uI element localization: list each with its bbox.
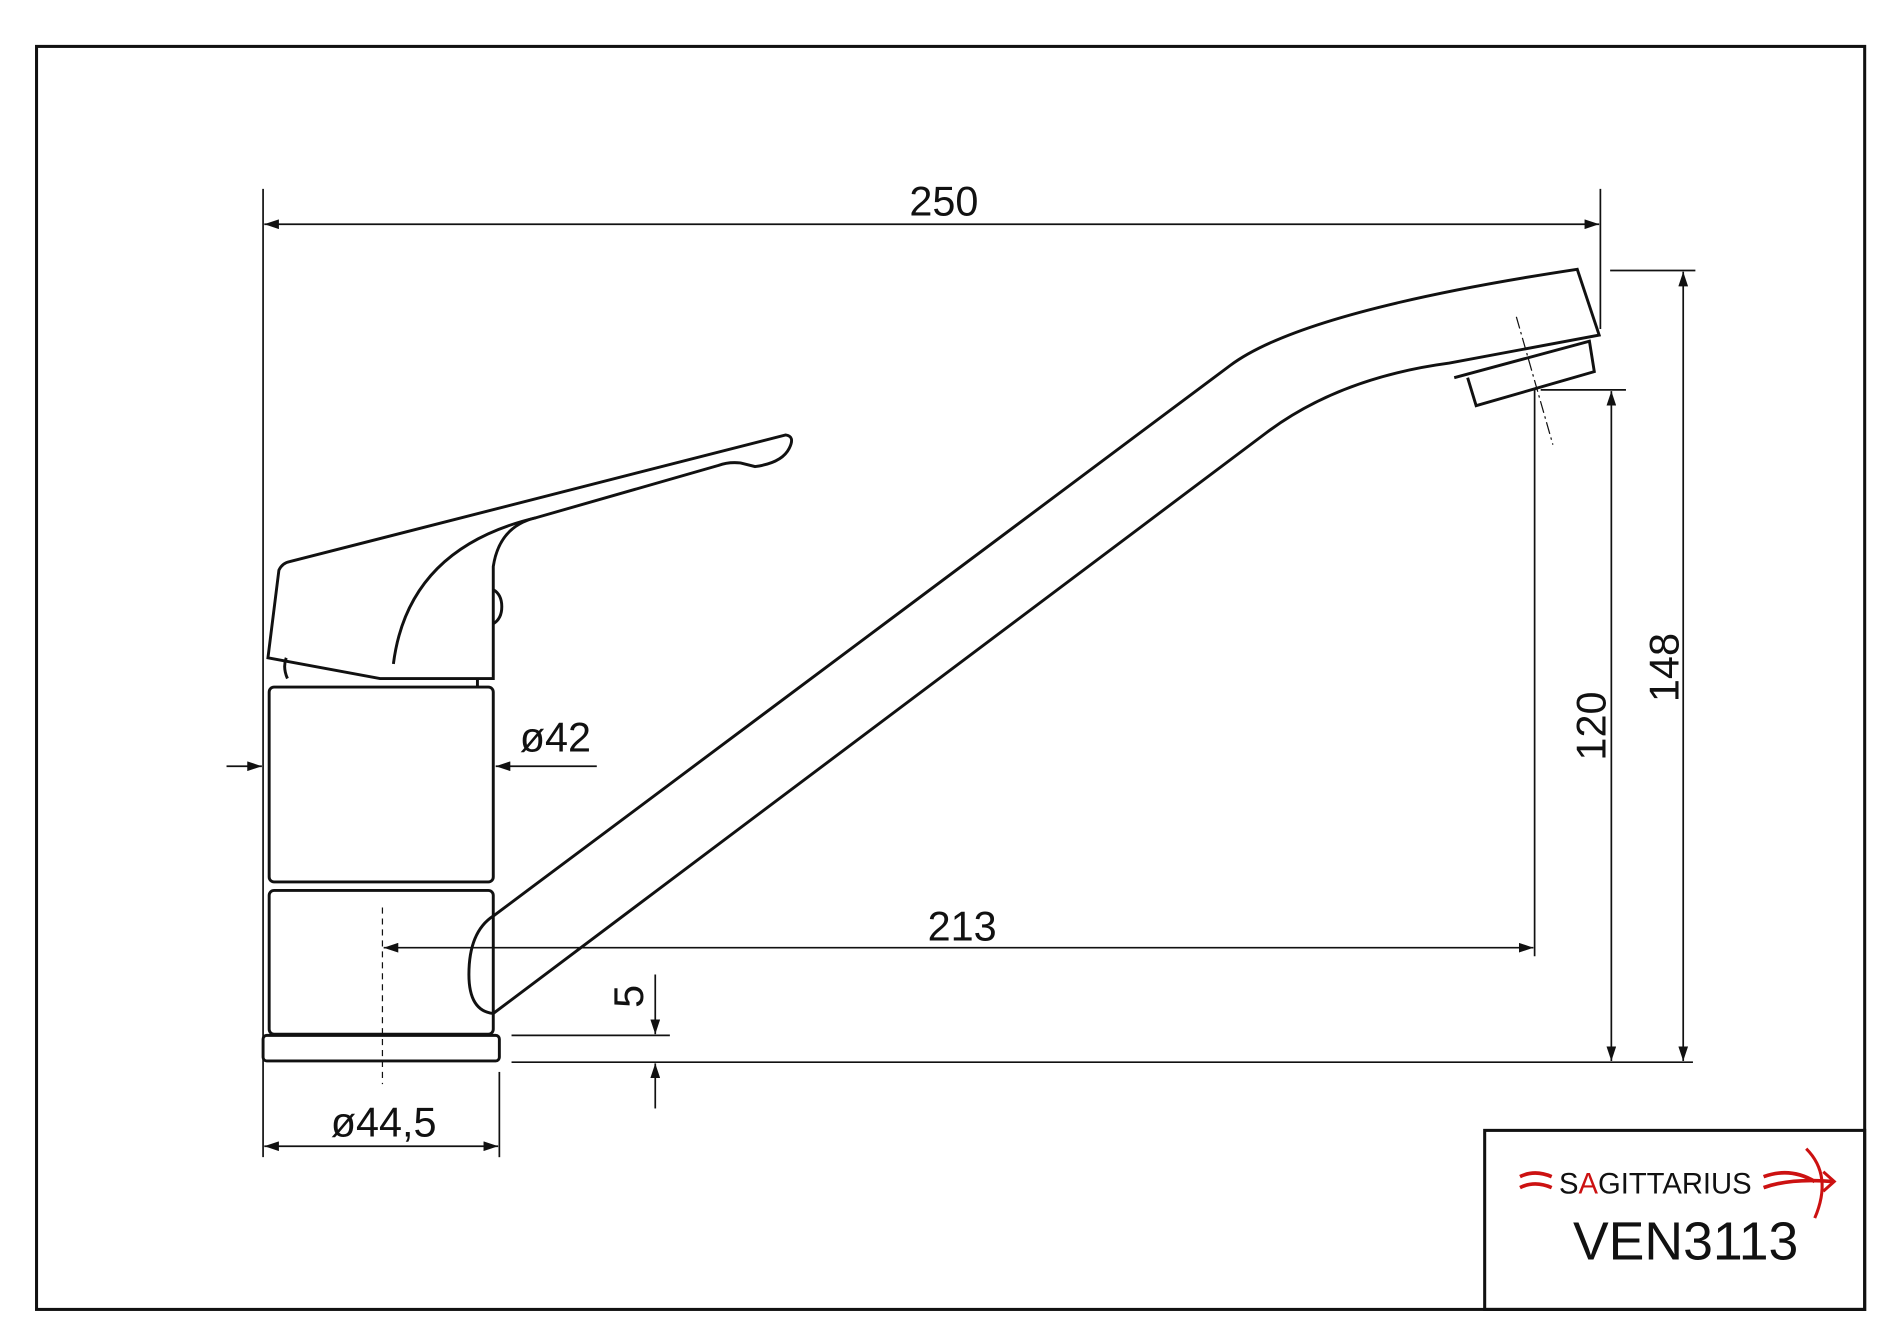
brand-logo-arrow-icon xyxy=(1805,1147,1837,1219)
aerator xyxy=(1453,339,1596,408)
dimension-250: 250 xyxy=(262,179,1602,1158)
dimension-148: 148 xyxy=(511,269,1696,1064)
brand-logo-waves-icon xyxy=(1519,1170,1834,1190)
dimension-120-label: 120 xyxy=(1568,691,1614,760)
model-number: VEN3113 xyxy=(1573,1211,1798,1271)
lever-neck xyxy=(283,657,479,688)
brand-name: SAGITTARIUS xyxy=(1559,1169,1752,1201)
lever-knob xyxy=(492,588,504,625)
drawing-border xyxy=(35,44,1867,1311)
outlet-axis xyxy=(1515,316,1554,445)
dimension-5-label: 5 xyxy=(606,985,652,1008)
base-plate xyxy=(261,1033,501,1063)
dimension-148-label: 148 xyxy=(1641,633,1687,702)
dimension-5: 5 xyxy=(511,974,670,1109)
dimension-d42: ø42 xyxy=(226,715,597,772)
dimension-d44-5-label: ø44,5 xyxy=(331,1099,437,1145)
faucet-outline xyxy=(261,267,1602,1085)
upper-body xyxy=(267,685,495,884)
lever-handle xyxy=(266,433,794,680)
lower-body xyxy=(267,888,495,1036)
dimension-d44-5: ø44,5 xyxy=(264,1071,501,1158)
spout xyxy=(467,267,1602,1015)
dimension-213-label: 213 xyxy=(928,903,997,949)
dimension-213: 213 xyxy=(383,389,1536,957)
lever-inner-curve xyxy=(391,516,537,665)
title-block: SAGITTARIUS VEN3113 xyxy=(1483,1128,1867,1311)
dimension-250-label: 250 xyxy=(909,179,978,225)
dimension-d42-label: ø42 xyxy=(520,715,591,761)
dimension-120: 120 xyxy=(1540,389,1626,1061)
